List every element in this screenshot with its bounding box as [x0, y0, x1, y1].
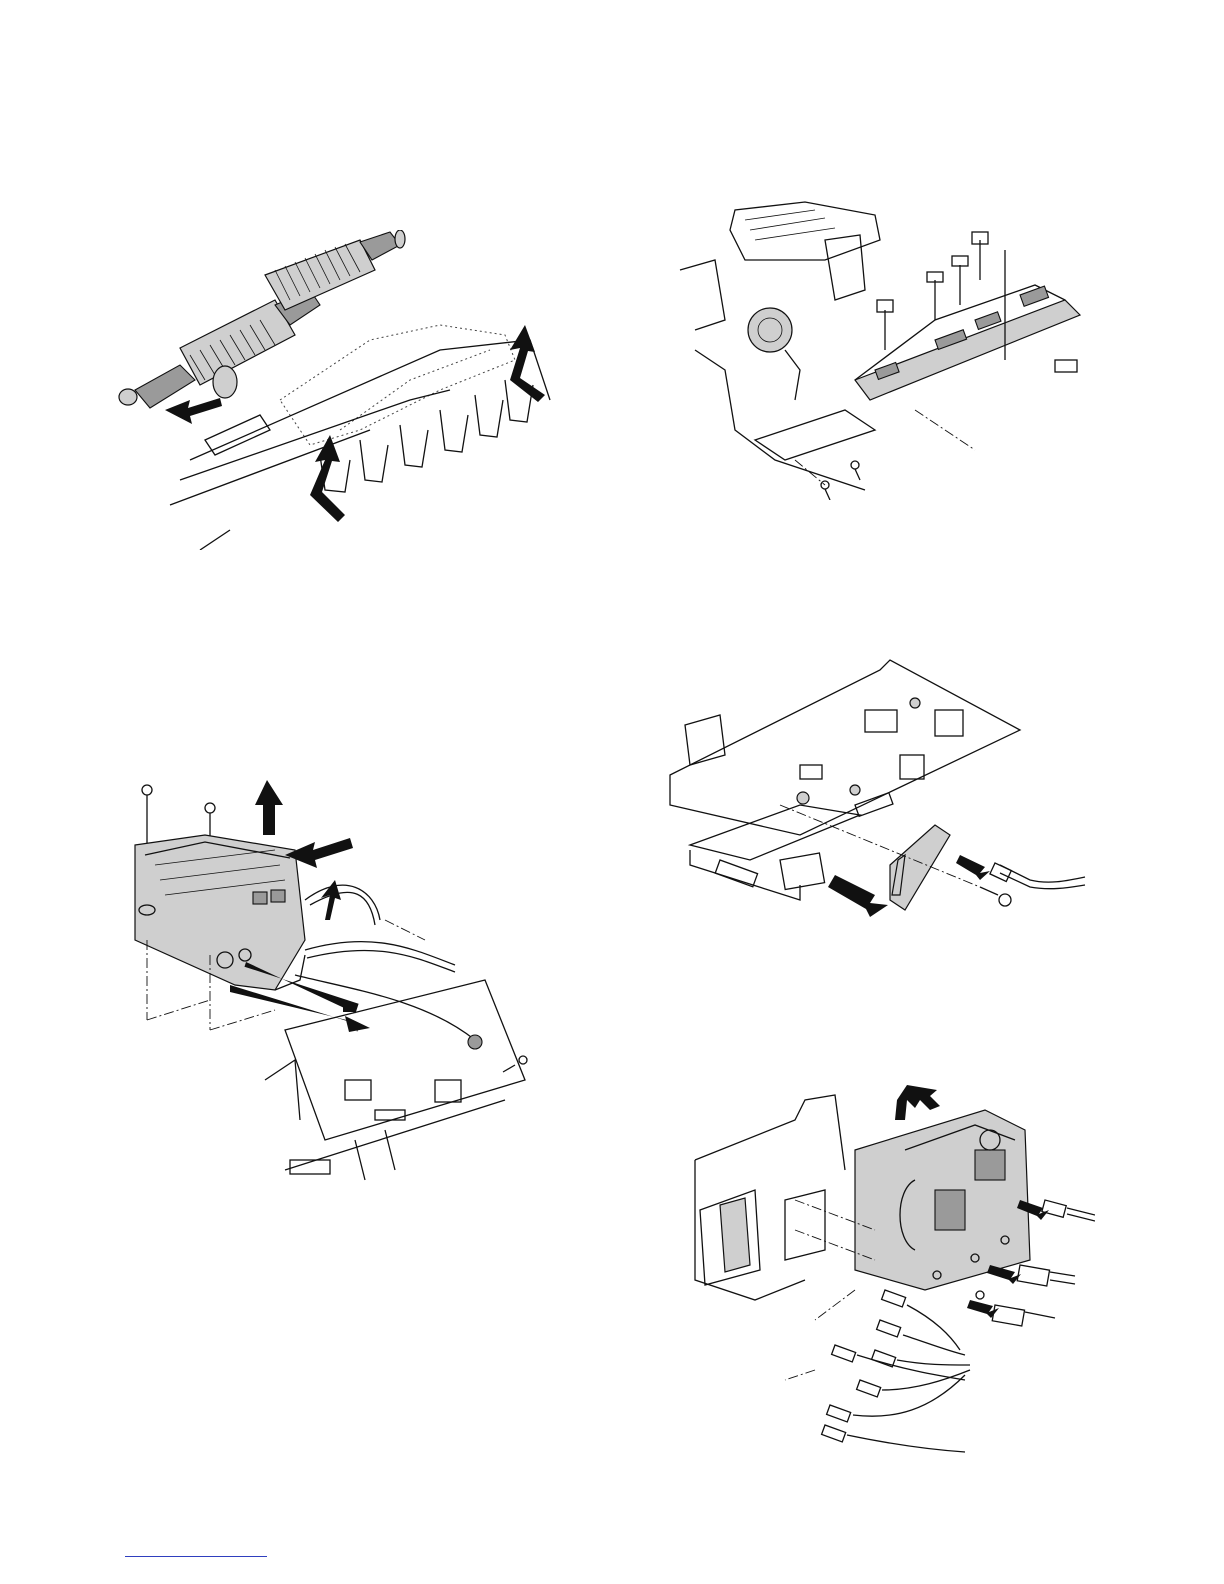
control-board-diagram: [675, 200, 1095, 500]
cover-removal-diagram: [125, 780, 545, 1200]
roller-removal-diagram: [110, 230, 560, 550]
power-supply-diagram: [675, 1080, 1095, 1480]
footer-rule: [125, 1556, 267, 1557]
sensor-bracket-diagram: [660, 655, 1100, 925]
